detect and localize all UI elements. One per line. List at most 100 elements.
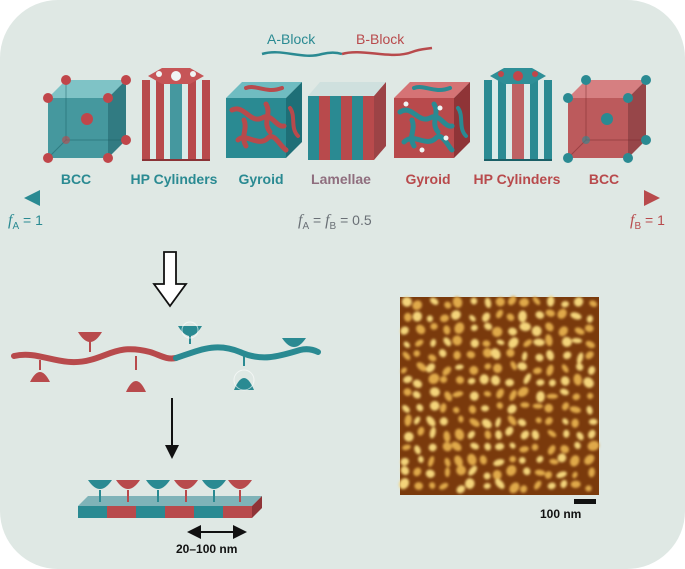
composition-label-left: fA = 1 — [8, 212, 43, 232]
afm-domain — [481, 418, 492, 429]
a-block-wave — [261, 51, 343, 57]
afm-domain — [484, 322, 493, 331]
afm-domain — [403, 341, 410, 348]
afm-domain — [584, 454, 595, 465]
afm-domain — [430, 322, 438, 330]
afm-domain — [469, 365, 479, 375]
afm-domain — [585, 340, 595, 349]
afm-domain — [506, 348, 515, 357]
afm-domain — [403, 312, 412, 322]
afm-domain — [402, 444, 411, 451]
composition-label-right: fB = 1 — [630, 212, 665, 232]
afm-micrograph — [399, 295, 600, 495]
afm-domain — [444, 467, 450, 478]
afm-domain — [456, 465, 467, 476]
afm-domain — [412, 379, 423, 388]
afm-domain — [531, 430, 540, 440]
afm-domain — [586, 315, 594, 323]
afm-domain — [587, 392, 594, 400]
afm-domain — [561, 402, 570, 411]
afm-domain — [455, 376, 465, 384]
afm-domain — [469, 418, 480, 427]
afm-domain — [508, 295, 517, 306]
afm-domain — [413, 350, 421, 357]
afm-domain — [450, 310, 461, 320]
afm-domain — [468, 405, 477, 414]
afm-domain — [506, 465, 517, 476]
afm-domain — [413, 416, 421, 425]
afm-domain — [560, 376, 570, 386]
afm-domain — [556, 471, 567, 479]
afm-domain — [429, 482, 436, 489]
afm-domain — [479, 455, 487, 465]
afm-domain — [400, 367, 407, 374]
phase-label-hp-cylinders-a: HP Cylinders — [130, 171, 218, 187]
afm-domain — [428, 456, 435, 467]
afm-domain — [495, 297, 505, 307]
afm-domain — [415, 324, 426, 335]
afm-domain — [496, 388, 504, 399]
afm-domain — [520, 402, 530, 408]
scale-bar-label: 100 nm — [540, 507, 582, 521]
afm-domain — [588, 467, 595, 478]
a-block-legend-label: A-Block — [267, 31, 316, 47]
afm-domain — [418, 455, 424, 463]
afm-domain — [583, 377, 594, 388]
afm-domain — [440, 314, 449, 323]
afm-domain — [570, 312, 582, 320]
afm-domain — [508, 327, 518, 336]
phase-label-bcc-b: BCC — [588, 171, 620, 187]
afm-domain — [576, 431, 584, 441]
afm-domain — [547, 482, 556, 490]
afm-domain — [438, 349, 447, 358]
afm-domain — [495, 430, 503, 440]
afm-domain — [413, 467, 422, 477]
afm-domain — [545, 309, 556, 317]
afm-domain — [482, 312, 491, 322]
afm-domain — [495, 478, 505, 489]
afm-domain — [454, 455, 463, 467]
afm-domain — [467, 377, 476, 385]
afm-domain — [585, 485, 592, 492]
afm-domain — [483, 472, 491, 480]
afm-domain — [464, 478, 475, 489]
afm-domain — [561, 364, 569, 373]
afm-domain — [571, 418, 579, 428]
afm-domain — [563, 429, 570, 438]
afm-domain — [425, 469, 435, 478]
afm-domain — [454, 428, 465, 441]
composition-label-middle: fA = fB = 0.5 — [298, 212, 372, 232]
afm-domain — [574, 441, 581, 449]
afm-domain — [428, 354, 437, 362]
afm-domain — [428, 373, 440, 385]
afm-domain — [442, 366, 452, 376]
afm-domain — [509, 442, 516, 449]
hp-cylinders-red-prism — [142, 68, 210, 161]
afm-domain — [523, 467, 531, 476]
afm-domain — [574, 327, 585, 335]
afm-domain — [546, 349, 554, 361]
scale-bar — [574, 499, 596, 504]
afm-domain — [412, 300, 423, 311]
afm-domain — [507, 404, 517, 414]
afm-domain — [404, 414, 412, 427]
afm-domain — [536, 379, 545, 386]
gyroid-teal-cube — [226, 82, 302, 158]
afm-domain — [576, 363, 584, 371]
afm-domain — [452, 407, 460, 414]
afm-domain — [442, 442, 452, 452]
afm-domain — [484, 442, 492, 451]
afm-domain — [589, 300, 598, 307]
afm-domain — [573, 297, 584, 307]
afm-domain — [588, 429, 596, 439]
phase-label-bcc-a: BCC — [60, 171, 92, 187]
afm-domain — [430, 297, 439, 305]
afm-domain — [493, 363, 503, 373]
afm-domain — [443, 337, 452, 347]
afm-domain — [544, 471, 553, 479]
bcc-teal-cube — [43, 75, 131, 163]
afm-domain — [495, 443, 505, 451]
afm-domain — [482, 340, 491, 347]
afm-domain — [439, 482, 449, 490]
